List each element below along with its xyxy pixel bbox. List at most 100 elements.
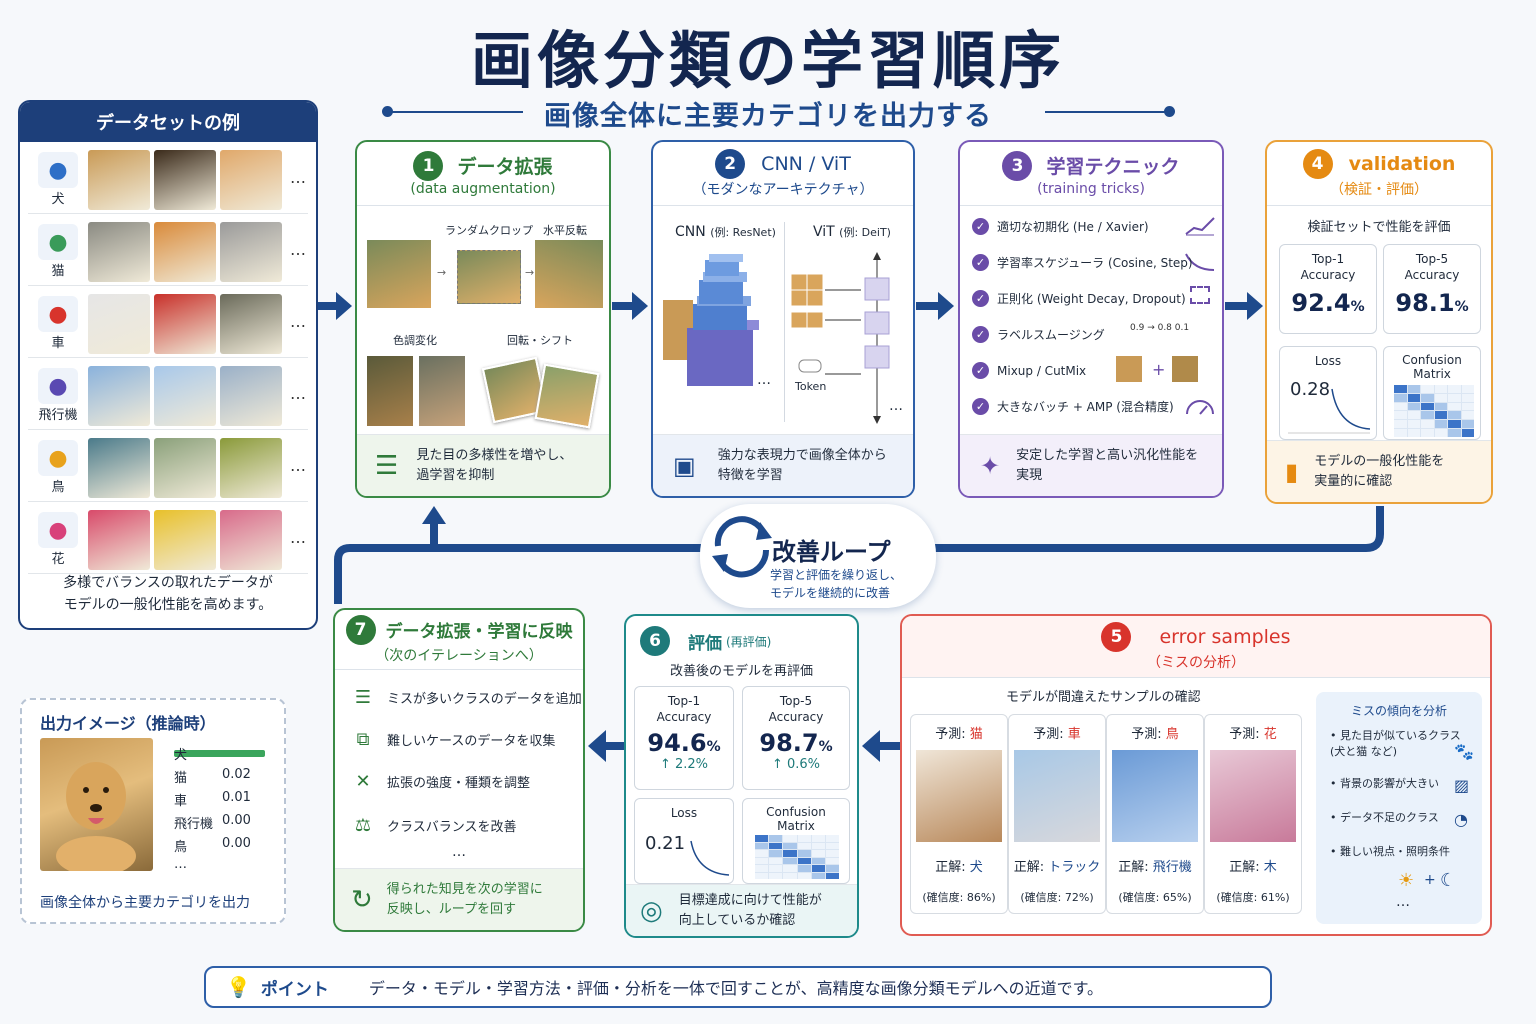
step6-loss-value: 0.21 (645, 833, 686, 854)
confusion-cell (1448, 420, 1461, 429)
check-icon: ✓ (972, 290, 989, 307)
lightbulb-icon: 💡 (226, 975, 251, 999)
more-samples-ellipsis: … (290, 528, 306, 547)
confusion-cell (783, 835, 797, 842)
step7-item-1: ミスが多いクラスのデータを追加 (387, 691, 582, 707)
step4-number: 4 (1302, 148, 1333, 179)
confusion-cell (797, 842, 811, 849)
confusion-cell (769, 857, 783, 864)
error-trend-panel: ミスの傾向を分析 ☀ + ☾ … • 見た目が似ているクラス (犬と猫 など)🐾… (1316, 692, 1482, 924)
sample-photo (154, 510, 216, 570)
crop-label: ランダムクロップ (445, 224, 533, 237)
page-title: 画像分類の学習順序 (470, 24, 1065, 97)
confusion-cell (797, 835, 811, 842)
color-shift-image-1 (367, 356, 413, 426)
step6-confusion-matrix-metric: Confusion Matrix (742, 798, 850, 884)
dataset-class-label: 飛行機 (38, 408, 78, 423)
sample-photo (88, 366, 150, 426)
expand-arrows-icon: ✕ (355, 770, 371, 792)
sample-photo (154, 222, 216, 282)
pred-prefix: 予測: (1229, 727, 1264, 742)
top1-label: Top-1 Accuracy (1300, 252, 1356, 282)
dog-icon: ● (38, 152, 78, 188)
vit-label: ViT (813, 224, 835, 240)
error-trend-text: データ不足のクラス (1340, 811, 1439, 824)
smoothing-a: 0.9 (1130, 323, 1145, 333)
check-icon: ✓ (972, 254, 989, 271)
step4-footer: モデルの一般化性能を 実量的に確認 (1314, 453, 1445, 489)
step4-caption: 検証セットで性能を評価 (1307, 220, 1451, 235)
step7-item-3: 拡張の強度・種類を調整 (387, 775, 531, 791)
step3-number: 3 (1002, 150, 1033, 181)
confusion-cell (783, 872, 797, 879)
output-class-label: 鳥 (174, 840, 188, 855)
confusion-cell (797, 850, 811, 857)
flip-label: 水平反転 (543, 224, 587, 237)
step6-top5-label: Top-5 Accuracy (768, 694, 824, 724)
confusion-cell (1461, 411, 1474, 420)
step6-loss-curve-icon (690, 840, 730, 876)
confusion-cell (1407, 393, 1420, 402)
output-class-label: 猫 (174, 771, 188, 786)
color-shift-image-2 (419, 356, 465, 426)
decay-curve-icon (1185, 253, 1215, 271)
more-samples-ellipsis: … (290, 240, 306, 259)
smoothing-c: 0.1 (1174, 323, 1190, 333)
predicted-label: 猫 (969, 727, 983, 742)
predicted-label: 鳥 (1165, 727, 1179, 742)
error-sample-card: 予測: 花正解: 木(確信度: 61%) (1204, 714, 1302, 914)
mixup-image-2 (1172, 356, 1198, 382)
cnn-example: (例: ResNet) (710, 226, 776, 239)
confusion-cell (1448, 429, 1461, 437)
smoothing-b: 0.8 (1157, 323, 1172, 333)
confusion-cell (755, 850, 769, 857)
sample-photo (220, 510, 282, 570)
moon-icon: ☾ (1440, 870, 1457, 891)
arrow-left-2 (862, 730, 900, 762)
step4-subtitle: （検証・評価） (1330, 181, 1428, 198)
sample-photo (220, 438, 282, 498)
plus-icon: + (1152, 360, 1166, 379)
airplane-icon: ● (38, 368, 78, 404)
error-sample-card: 予測: 車正解: トラック(確信度: 72%) (1008, 714, 1106, 914)
dog-probability-bar (174, 750, 266, 757)
step2-number: 2 (715, 148, 746, 179)
top1-metric: Top-1 Accuracy 92.4% (1279, 244, 1377, 334)
sample-photo (154, 438, 216, 498)
check-icon: ✓ (972, 218, 989, 235)
step5-subtitle: （ミスの分析） (1147, 654, 1245, 671)
confusion-cell (1407, 411, 1420, 420)
golden-retriever-photo (40, 738, 153, 876)
output-probability: 0.02 (222, 767, 251, 782)
error-trend-item: • 背景の影響が大きい (1330, 777, 1439, 790)
top5-value: 98.1 (1395, 289, 1455, 317)
confusion-cell (1421, 385, 1434, 393)
confusion-cell (811, 865, 825, 872)
confusion-cell (755, 857, 769, 864)
error-trend-item: • 難しい視点・照明条件 (1330, 845, 1450, 858)
confusion-cell (797, 865, 811, 872)
step3-footer: 安定した学習と高い汎化性能を 実現 (1016, 447, 1199, 483)
confusion-cell (769, 842, 783, 849)
pred-prefix: 予測: (1131, 727, 1166, 742)
confusion-cell (1461, 420, 1474, 429)
confusion-cell (1434, 402, 1447, 411)
confusion-cell (1394, 429, 1407, 437)
step6-confusion-matrix-grid (755, 835, 839, 879)
confidence-text: (確信度: 65%) (1118, 891, 1192, 904)
step5-number: 5 (1101, 621, 1132, 652)
page-subtitle: 画像全体に主要カテゴリを出力する (544, 101, 992, 132)
output-heading: 出力イメージ（推論時） (40, 714, 216, 733)
step7-item-2: 難しいケースのデータを収集 (387, 733, 556, 749)
confusion-cell (1407, 385, 1420, 393)
step6-footer: 目標達成に向けて性能が 向上しているか確認 (678, 892, 822, 928)
error-sample-photo (1210, 750, 1296, 842)
sample-photo (88, 438, 150, 498)
step2-footer: 強力な表現力で画像全体から 特徴を学習 (717, 447, 887, 483)
confusion-cell (825, 850, 839, 857)
